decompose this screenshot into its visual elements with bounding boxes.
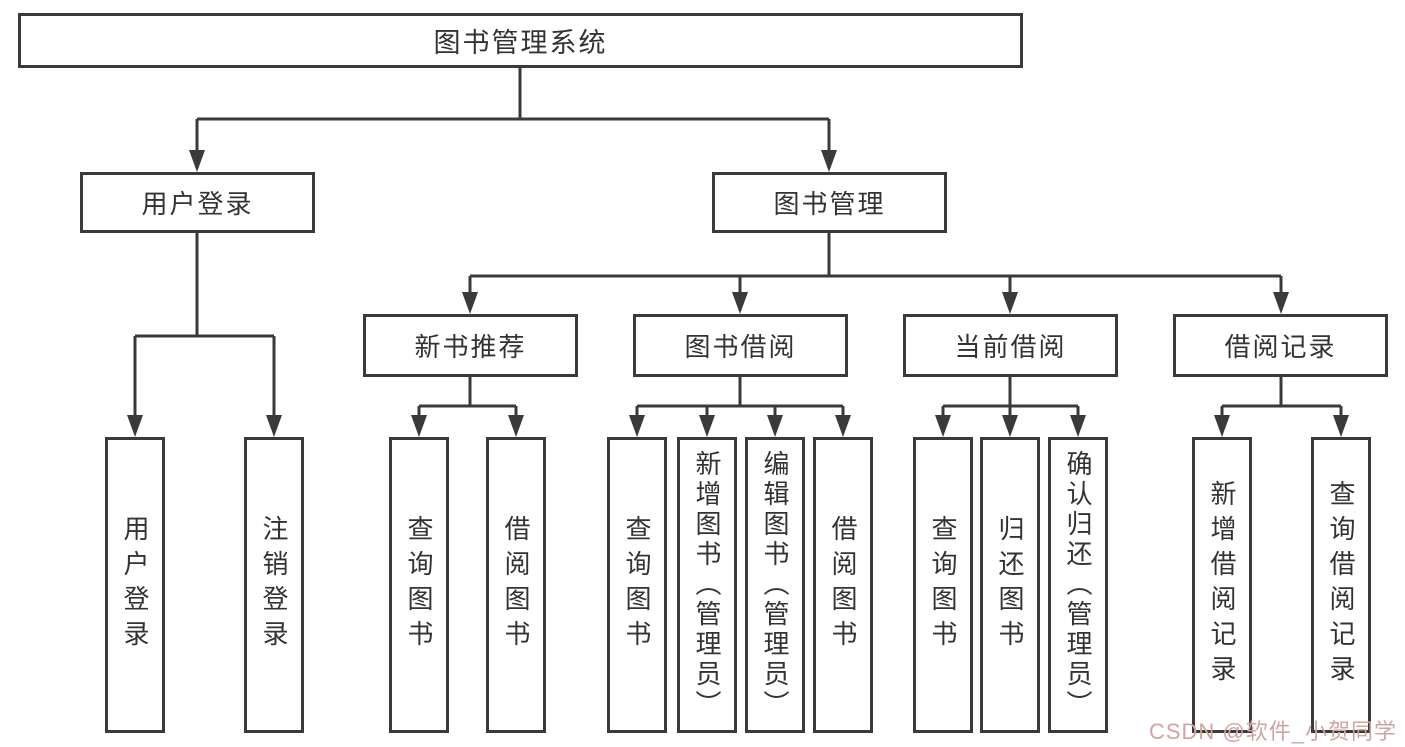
leaf-logout-label: 注销登录	[259, 515, 289, 655]
leaf-confirm-return-admin: 确认归还（管理员）	[1048, 437, 1108, 733]
leaf-query-books-3-label: 查询图书	[928, 515, 958, 655]
leaf-user-login: 用户登录	[105, 437, 165, 733]
node-book-management: 图书管理	[712, 172, 947, 233]
leaf-borrow-books-2: 借阅图书	[813, 437, 873, 733]
leaf-user-login-label: 用户登录	[120, 515, 150, 655]
leaf-borrow-books-2-label: 借阅图书	[828, 515, 858, 655]
node-borrow-records: 借阅记录	[1173, 314, 1388, 377]
node-book-management-label: 图书管理	[773, 189, 886, 219]
leaf-query-borrow-record-label: 查询借阅记录	[1326, 480, 1356, 690]
node-new-book-recommend: 新书推荐	[363, 314, 578, 377]
leaf-query-borrow-record: 查询借阅记录	[1311, 437, 1371, 733]
leaf-query-books-2: 查询图书	[607, 437, 667, 733]
leaf-query-books-2-label: 查询图书	[622, 515, 652, 655]
leaf-return-books: 归还图书	[980, 437, 1040, 733]
node-root: 图书管理系统	[18, 13, 1023, 68]
node-book-borrow: 图书借阅	[633, 314, 848, 377]
node-current-borrow: 当前借阅	[903, 314, 1118, 377]
leaf-confirm-return-admin-label: 确认归还（管理员）	[1063, 450, 1093, 720]
leaf-add-borrow-record-label: 新增借阅记录	[1207, 480, 1237, 690]
leaf-edit-book-admin: 编辑图书（管理员）	[745, 437, 805, 733]
leaf-add-book-admin: 新增图书（管理员）	[677, 437, 737, 733]
leaf-edit-book-admin-label: 编辑图书（管理员）	[760, 450, 790, 720]
node-borrow-records-label: 借阅记录	[1224, 332, 1337, 362]
node-book-borrow-label: 图书借阅	[684, 332, 797, 362]
leaf-borrow-books-1: 借阅图书	[486, 437, 546, 733]
leaf-add-borrow-record: 新增借阅记录	[1192, 437, 1252, 733]
leaf-query-books-3: 查询图书	[913, 437, 973, 733]
node-user-login: 用户登录	[80, 172, 315, 233]
node-user-login-label: 用户登录	[141, 189, 254, 219]
leaf-logout: 注销登录	[244, 437, 304, 733]
leaf-add-book-admin-label: 新增图书（管理员）	[692, 450, 722, 720]
leaf-query-books-1-label: 查询图书	[404, 515, 434, 655]
node-root-label: 图书管理系统	[433, 28, 608, 58]
node-current-borrow-label: 当前借阅	[954, 332, 1067, 362]
watermark: CSDN @软件_小贺同学	[1148, 719, 1397, 744]
node-new-book-recommend-label: 新书推荐	[414, 332, 527, 362]
leaf-return-books-label: 归还图书	[995, 515, 1025, 655]
leaf-query-books-1: 查询图书	[389, 437, 449, 733]
leaf-borrow-books-1-label: 借阅图书	[501, 515, 531, 655]
